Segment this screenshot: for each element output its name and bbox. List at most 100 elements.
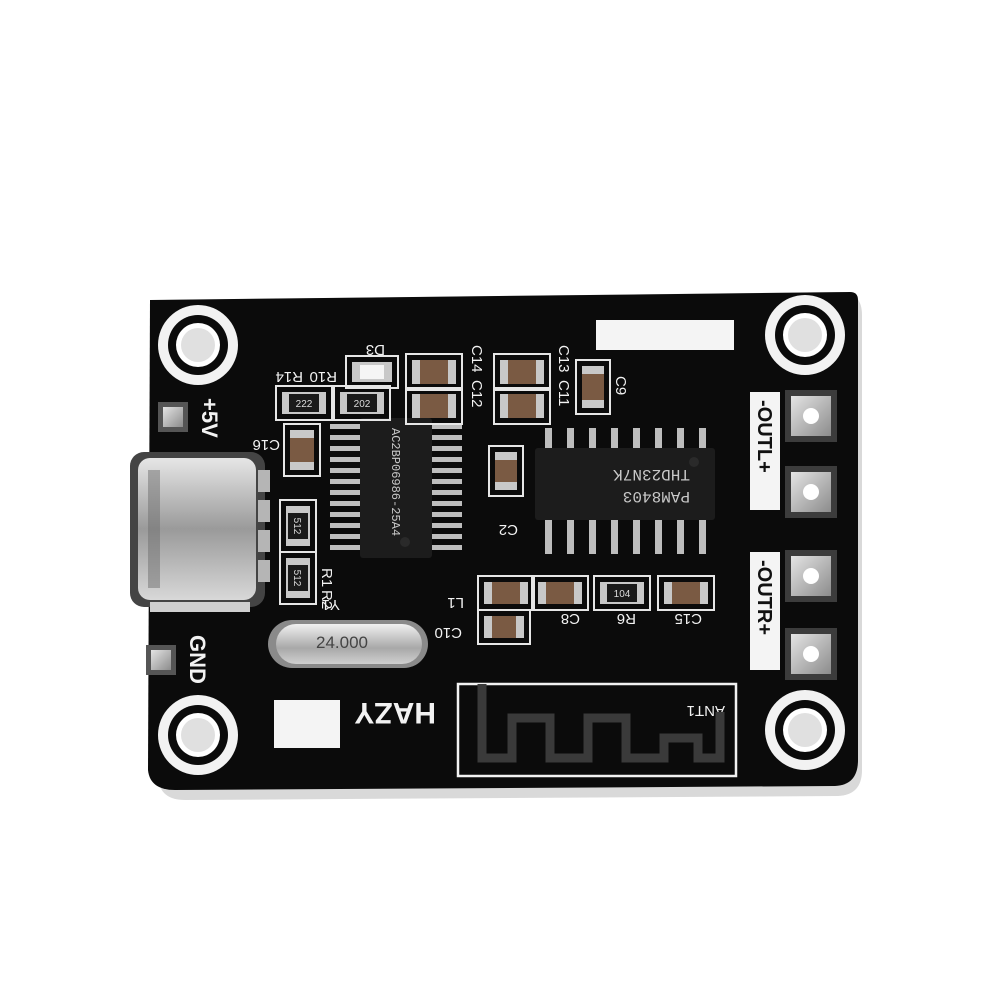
- ref-c2: C2: [499, 521, 518, 538]
- out-right-label: -OUTR+: [753, 560, 775, 635]
- component-outline: [575, 359, 611, 415]
- component-outline: [275, 385, 333, 421]
- chip-pin: [545, 428, 552, 450]
- ref-ant: ANT1: [687, 702, 725, 719]
- ref-c8: C8: [561, 610, 580, 627]
- capacitor-body: [492, 582, 520, 604]
- component-outline: [477, 609, 531, 645]
- chip-pin: [432, 468, 462, 473]
- chip-pin: [611, 518, 618, 554]
- bluetooth-chip: AC2BP06986-25A4: [330, 418, 462, 558]
- resistor-body: [347, 394, 377, 412]
- ref-c13: C13: [555, 345, 572, 373]
- out-right-pads: [785, 550, 837, 680]
- capacitor-body: [290, 438, 314, 462]
- out-left-label-bg: [750, 392, 780, 510]
- chip-pin: [655, 518, 662, 554]
- gnd-pad: [146, 645, 176, 675]
- resistor-code: 202: [354, 399, 371, 410]
- chip-pin: [330, 512, 360, 517]
- chip-pin: [330, 457, 360, 462]
- chip-pin: [633, 428, 640, 450]
- mounting-hole-bottom-right: [765, 690, 845, 770]
- chip-pin: [589, 518, 596, 554]
- ref-c11: C11: [555, 380, 572, 406]
- chip-pin: [432, 457, 462, 462]
- component-outline: [283, 423, 321, 477]
- chip-pin: [432, 534, 462, 539]
- chip-pin: [432, 512, 462, 517]
- capacitor-body: [672, 582, 700, 604]
- component-outline: [531, 575, 589, 611]
- resistor-code: 512: [291, 570, 302, 587]
- chip-pin: [330, 490, 360, 495]
- chip-pin: [655, 428, 662, 450]
- ref-r10: R10: [309, 368, 337, 385]
- ref-r6: R6: [617, 610, 636, 627]
- chip-pin: [699, 518, 706, 554]
- ref-r1: R1: [318, 568, 335, 587]
- resistor-body: [288, 513, 308, 539]
- amp-chip-line1: THD23N7K: [613, 465, 690, 483]
- capacitor-body: [495, 460, 517, 482]
- resistor-body: [288, 565, 308, 591]
- ref-c9: C9: [612, 376, 629, 395]
- resistor-code: 222: [296, 399, 313, 410]
- label-box-top: [596, 320, 734, 350]
- capacitor-body: [582, 374, 604, 400]
- capacitor-body: [420, 360, 448, 384]
- amplifier-chip: THD23N7K PAM8403: [535, 428, 715, 554]
- capacitor-body: [546, 582, 574, 604]
- component-outline: [593, 575, 651, 611]
- ref-c14: C14: [468, 345, 485, 373]
- component-outline: [488, 445, 524, 497]
- ref-c16: C16: [252, 436, 280, 453]
- chip-pin: [330, 435, 360, 440]
- chip-pin: [611, 428, 618, 450]
- component-outline: [493, 387, 551, 425]
- brand-name: HAZY: [354, 696, 436, 729]
- usb-c-connector: [130, 452, 270, 612]
- component-outline: [333, 385, 391, 421]
- component-outline: [493, 353, 551, 391]
- chip-pin: [633, 518, 640, 554]
- resistor-body: [289, 394, 319, 412]
- component-outline: [657, 575, 715, 611]
- resistor-code: 512: [291, 518, 302, 535]
- chip-pin: [432, 424, 462, 429]
- smd-components: 222 202 512 512 104: [275, 353, 715, 645]
- resistor-body: [607, 584, 637, 602]
- out-left-pads: [785, 390, 837, 518]
- chip-pin: [589, 428, 596, 450]
- chip-pin: [432, 435, 462, 440]
- resistor-code: 104: [614, 589, 631, 600]
- ref-c10: C10: [434, 624, 462, 641]
- out-left-label: -OUTL+: [753, 400, 775, 473]
- chip-pin: [330, 424, 360, 429]
- chip-pin: [432, 446, 462, 451]
- chip-pin: [699, 428, 706, 450]
- component-outline: [345, 355, 399, 389]
- chip-pin: [432, 523, 462, 528]
- brand-white-box: [274, 700, 340, 748]
- component-outline: [405, 387, 463, 425]
- chip-pin: [330, 523, 360, 528]
- mounting-hole-top-right: [765, 295, 845, 375]
- capacitor-body: [508, 360, 536, 384]
- capacitor-body: [420, 394, 448, 418]
- ref-y1: Y1: [322, 596, 340, 613]
- vcc-pad: [158, 402, 188, 432]
- amp-chip-line2: PAM8403: [623, 487, 690, 505]
- chip-pin: [432, 501, 462, 506]
- ref-l1: L1: [447, 594, 464, 611]
- silkscreen-labels: D3 R10 R14 C14 C12 C13 C11 C9 C16 C2 R1 …: [252, 341, 725, 719]
- ref-r2: R2: [318, 590, 335, 609]
- led-lens: [360, 365, 384, 379]
- gnd-label: GND: [185, 635, 210, 684]
- chip-pin: [432, 479, 462, 484]
- component-outline: [405, 353, 463, 391]
- chip-pin: [567, 428, 574, 450]
- ref-c15: C15: [674, 610, 702, 627]
- component-outline: [279, 551, 317, 605]
- mounting-hole-top-left: [158, 305, 238, 385]
